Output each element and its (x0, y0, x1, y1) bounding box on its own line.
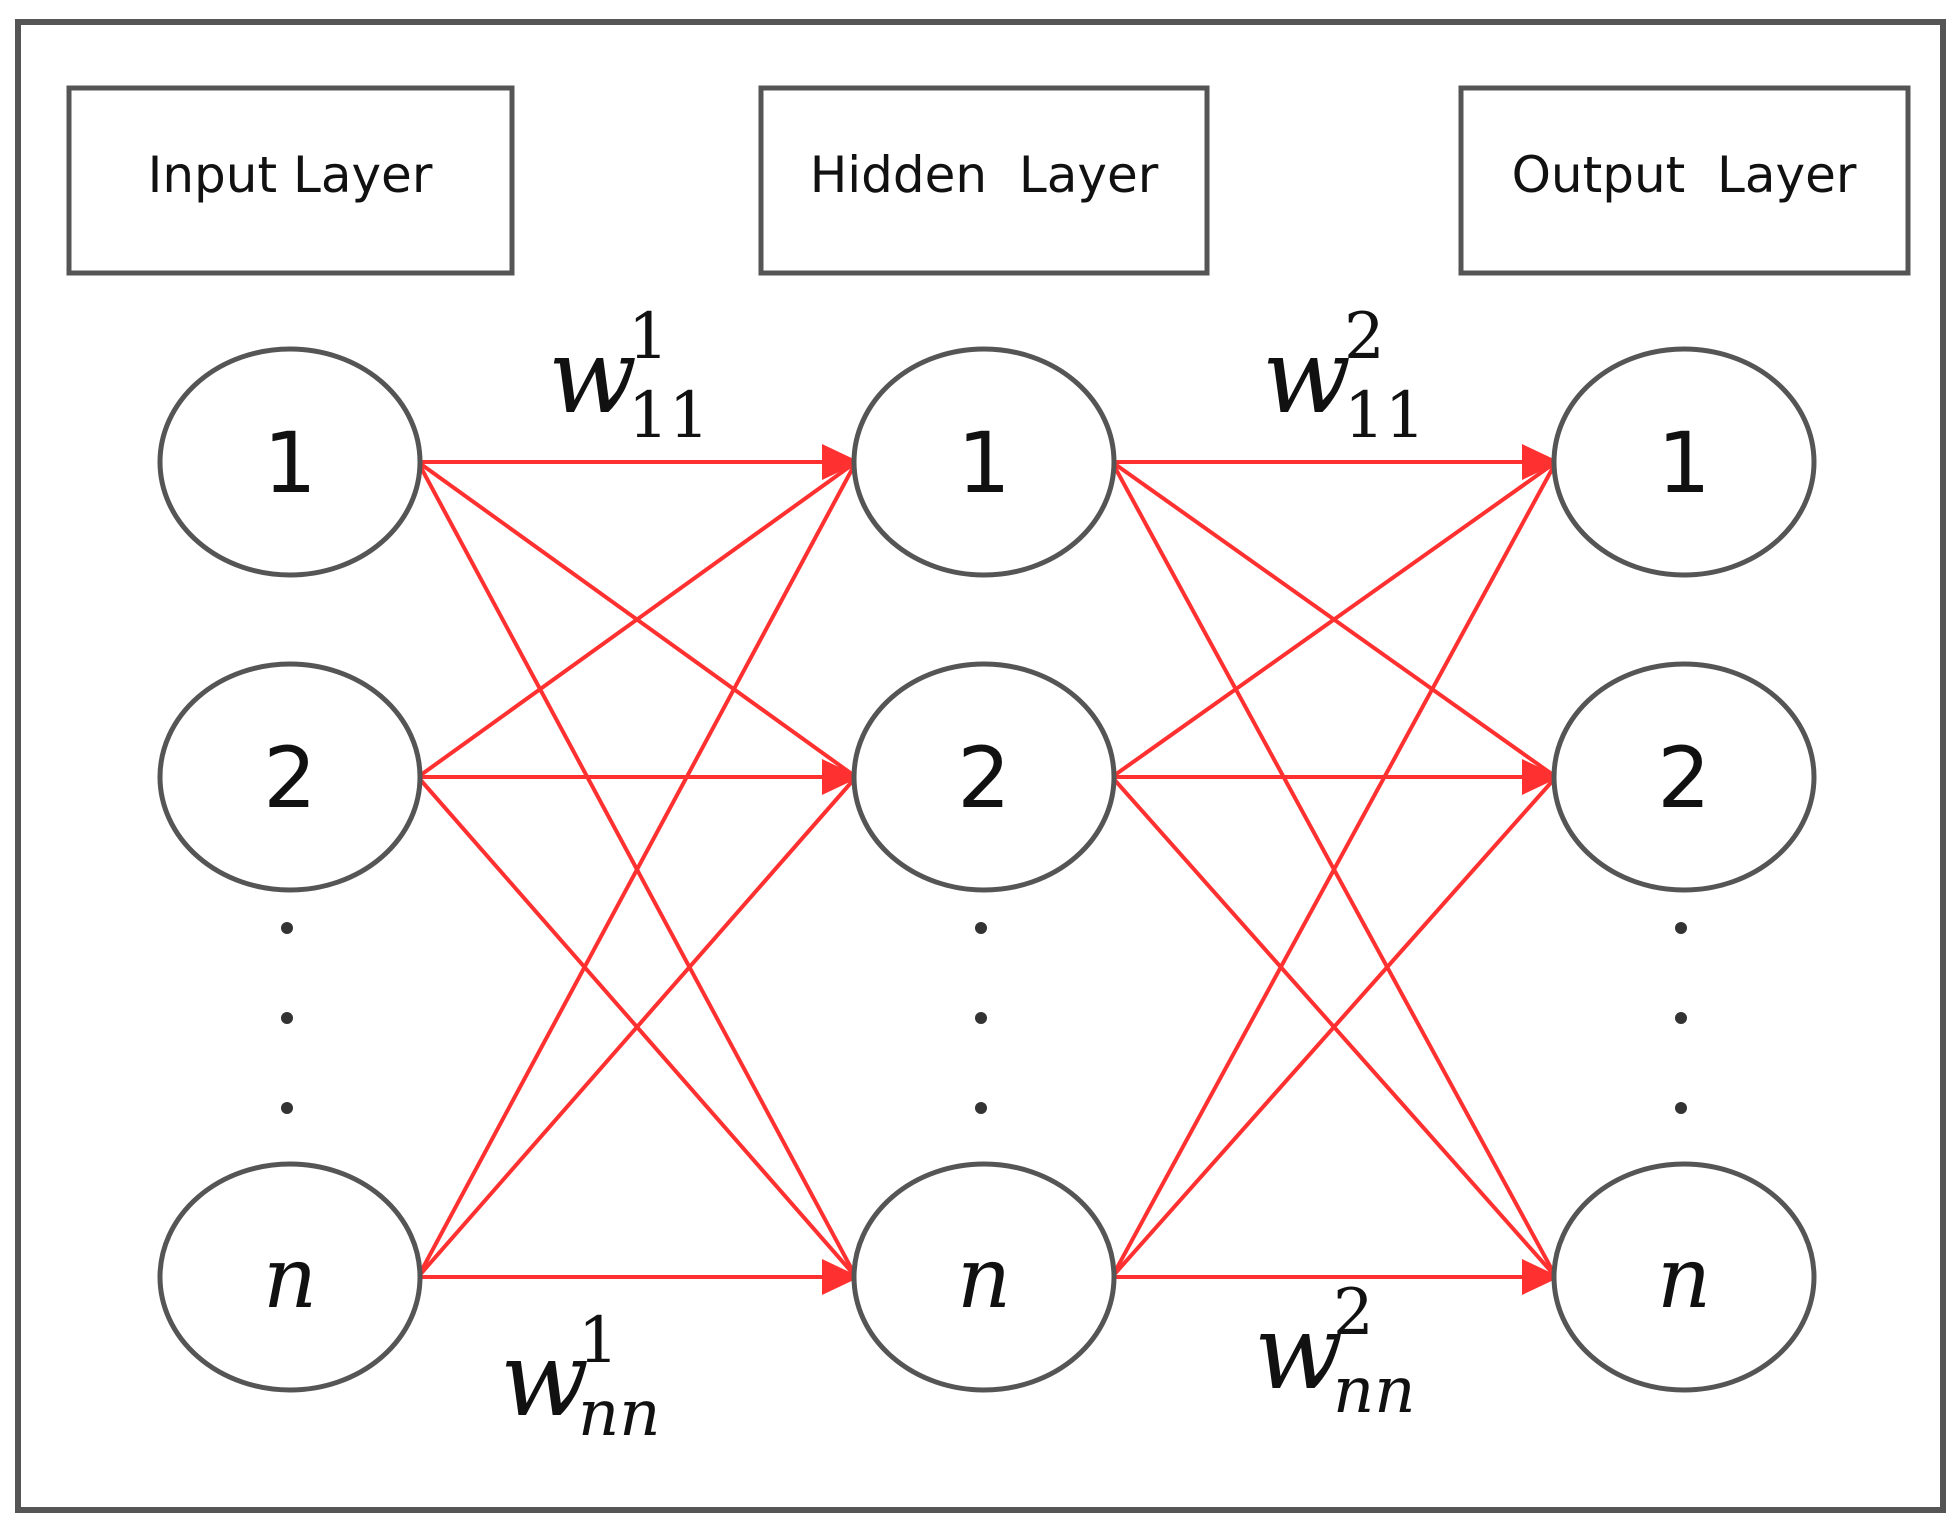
layer-box-input (66, 85, 515, 276)
ellipsis-dot-input-3 (281, 1102, 293, 1114)
node-circle (157, 1161, 423, 1393)
edge-hidden-3-to-output-1 (1110, 461, 1558, 1278)
node-label: 1 (1657, 414, 1710, 512)
node-circle (1551, 346, 1817, 578)
weight-label-w1-11: w 1 11 (548, 300, 709, 453)
connections (416, 444, 1560, 1295)
layer-header-input: Input Layer (66, 85, 515, 276)
node-input-3: n (157, 1161, 423, 1393)
node-circle (1551, 661, 1817, 893)
weight-w1-11-sup: 1 (628, 300, 669, 374)
weight-w2-11-sub: 11 (1344, 379, 1425, 453)
node-label: 2 (1657, 729, 1710, 827)
layer-box-output (1458, 85, 1911, 276)
node-input-1: 1 (157, 346, 423, 578)
node-hidden-3: n (851, 1161, 1117, 1393)
weight-w2-11-base: w (1262, 315, 1351, 437)
node-output-3: n (1551, 1161, 1817, 1393)
node-hidden-1: 1 (851, 346, 1117, 578)
ellipsis-dot-hidden-2 (975, 1012, 987, 1024)
weight-w1-11-base: w (548, 315, 637, 437)
layer-title-output: Output Layer (1512, 146, 1857, 204)
weight-label-w1-nn: w 1 nn (500, 1304, 660, 1451)
layer-header-output: Output Layer (1458, 85, 1911, 276)
node-circle (157, 346, 423, 578)
weight-label-w2-11: w 2 11 (1262, 300, 1425, 453)
ellipsis-dot-hidden-3 (975, 1102, 987, 1114)
layer-box-hidden (758, 85, 1210, 276)
node-label: n (1657, 1229, 1711, 1327)
edge-input-2-to-hidden-1 (416, 460, 858, 779)
node-label: 2 (263, 729, 316, 827)
ellipsis-dot-output-3 (1675, 1102, 1687, 1114)
weight-w2-11-sup: 2 (1344, 300, 1385, 374)
node-label: 1 (957, 414, 1010, 512)
node-input-2: 2 (157, 661, 423, 893)
neurons: 1 2 n 1 2 n 1 2 n (157, 346, 1817, 1393)
weight-w1-nn-sup: 1 (578, 1304, 619, 1378)
node-hidden-2: 2 (851, 661, 1117, 893)
arrowhead-output-1 (1522, 444, 1560, 480)
layer-header-hidden: Hidden Layer (758, 85, 1210, 276)
node-circle (851, 661, 1117, 893)
node-output-1: 1 (1551, 346, 1817, 578)
weight-label-w2-nn: w 2 nn (1254, 1276, 1415, 1428)
weight-w1-nn-sub: nn (578, 1377, 660, 1451)
ellipsis-dot-output-1 (1675, 922, 1687, 934)
node-circle (157, 661, 423, 893)
node-label: 2 (957, 729, 1010, 827)
weight-w2-nn-sup: 2 (1333, 1276, 1374, 1350)
arrowhead-hidden-3 (822, 1259, 860, 1295)
node-circle (851, 1161, 1117, 1393)
weight-w2-nn-base: w (1254, 1291, 1343, 1413)
node-label: n (957, 1229, 1011, 1327)
arrowhead-hidden-1 (822, 444, 860, 480)
node-output-2: 2 (1551, 661, 1817, 893)
edge-hidden-2-to-output-1 (1110, 460, 1558, 779)
arrowhead-output-3 (1522, 1259, 1560, 1295)
layer-title-hidden: Hidden Layer (810, 146, 1159, 204)
ellipsis-dot-output-2 (1675, 1012, 1687, 1024)
ellipsis-dots (281, 922, 1687, 1114)
weight-w1-nn-base: w (500, 1318, 589, 1440)
arrowhead-output-2 (1522, 759, 1560, 795)
weight-w1-11-sub: 11 (628, 379, 709, 453)
node-circle (1551, 1161, 1817, 1393)
ellipsis-dot-input-2 (281, 1012, 293, 1024)
arrowhead-hidden-2 (822, 759, 860, 795)
edge-input-3-to-hidden-2 (416, 775, 858, 1279)
node-label: n (263, 1229, 317, 1327)
node-label: 1 (263, 414, 316, 512)
ellipsis-dot-hidden-1 (975, 922, 987, 934)
layer-title-input: Input Layer (148, 146, 433, 204)
edge-input-3-to-hidden-1 (416, 461, 858, 1278)
ellipsis-dot-input-1 (281, 922, 293, 934)
weight-w2-nn-sub: nn (1333, 1354, 1415, 1428)
node-circle (851, 346, 1117, 578)
edge-hidden-3-to-output-2 (1110, 775, 1558, 1279)
